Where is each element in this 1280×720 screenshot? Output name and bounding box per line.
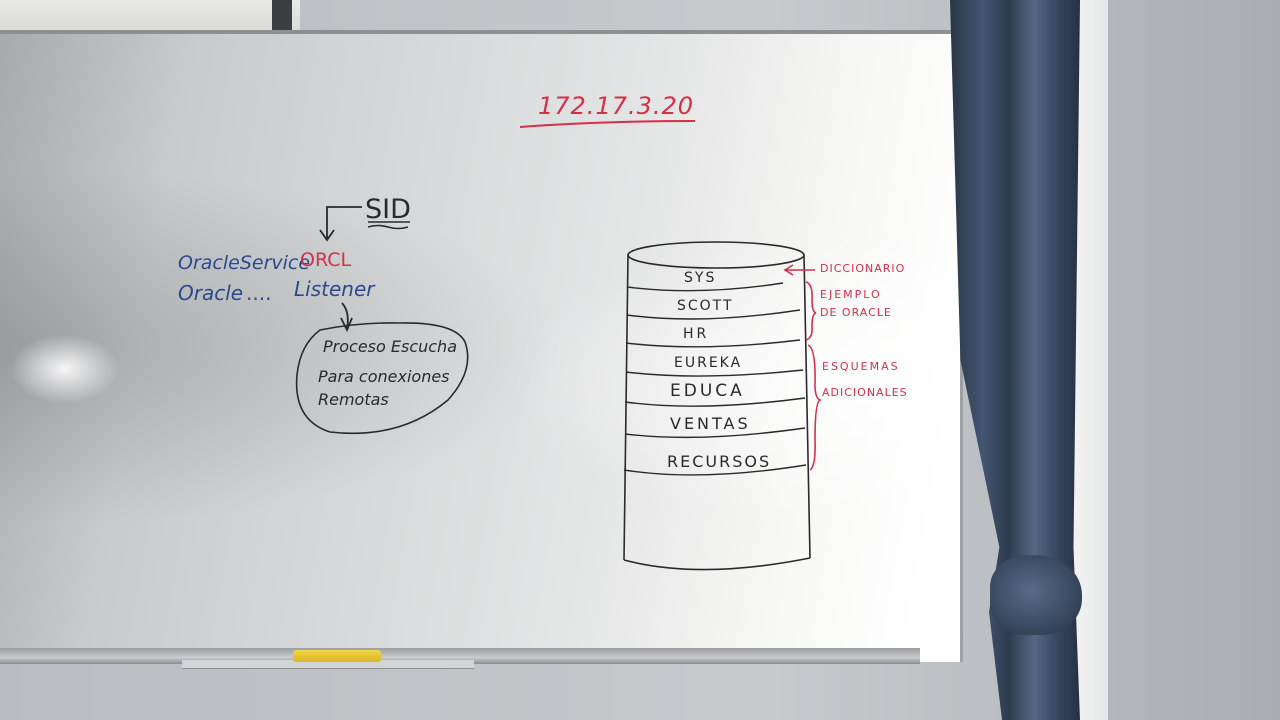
db-divider-5	[624, 397, 806, 407]
schema-eureka: EUREKA	[674, 355, 742, 371]
wall-right	[1108, 0, 1280, 720]
annotation-diccionario: DICCIONARIO	[820, 262, 905, 275]
db-divider-4	[625, 369, 804, 377]
db-divider-3	[625, 339, 801, 348]
sid-arrow	[319, 206, 362, 242]
db-top	[627, 241, 805, 269]
schema-ventas: VENTAS	[670, 414, 751, 433]
db-divider-6	[624, 427, 806, 439]
projector-screen-bracket	[272, 0, 292, 32]
schema-educa: EDUCA	[670, 381, 745, 401]
bubble-line-2: Para conexiones	[318, 367, 450, 386]
db-bottom	[623, 557, 811, 571]
schema-hr: HR	[683, 326, 709, 342]
sid-label: SID	[365, 194, 411, 225]
annotation-esquemas-1: ESQUEMAS	[822, 360, 900, 373]
schema-recursos: RECURSOS	[667, 452, 771, 471]
service-sid: ORCL	[300, 249, 351, 271]
speech-bubble	[295, 322, 469, 435]
ip-underline	[519, 120, 696, 128]
curtain-tie	[990, 555, 1082, 635]
board-lighting	[0, 34, 960, 662]
schema-sys: SYS	[684, 270, 716, 286]
board-glare	[10, 334, 120, 404]
db-side-left	[623, 254, 629, 561]
service-prefix: OracleService	[178, 252, 310, 274]
bubble-line-3: Remotas	[318, 390, 389, 409]
db-divider-7	[623, 464, 807, 476]
ip-address: 172.17.3.20	[538, 92, 694, 120]
schema-scott: SCOTT	[677, 298, 734, 314]
sid-underline	[367, 221, 410, 230]
db-divider-1	[626, 282, 784, 292]
annotation-esquemas-2: ADICIONALES	[822, 386, 908, 399]
yellow-marker	[293, 650, 381, 662]
ejemplo-brace	[805, 281, 817, 341]
db-divider-2	[626, 309, 801, 320]
listener-name: Listener	[294, 277, 376, 301]
diccionario-arrow	[783, 264, 815, 276]
listener-prefix: Oracle	[178, 281, 243, 305]
whiteboard	[0, 30, 963, 662]
annotation-ejemplo-1: EJEMPLO	[820, 288, 882, 301]
marker-tray-lip	[182, 660, 474, 669]
esquemas-brace	[807, 344, 823, 471]
listener-dots: ....	[246, 281, 271, 305]
bubble-line-1: Proceso Escucha	[323, 337, 457, 356]
db-side-right	[803, 254, 811, 559]
annotation-ejemplo-2: DE ORACLE	[820, 306, 892, 319]
